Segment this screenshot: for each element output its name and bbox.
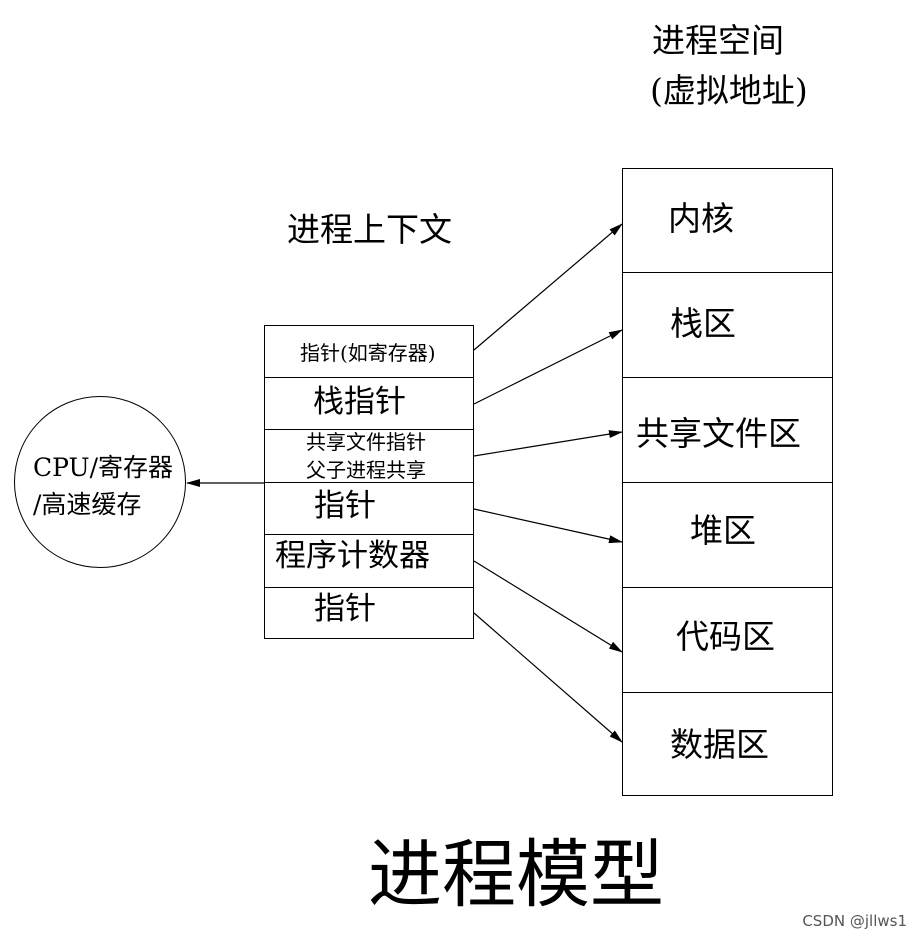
context-row-pointer-registers: 指针(如寄存器): [300, 341, 436, 365]
space-divider: [622, 692, 833, 693]
region-kernel: 内核: [668, 199, 734, 238]
context-row-parent-child-shared: 父子进程共享: [306, 458, 426, 482]
arrow-to-heap: [473, 508, 623, 544]
context-row-pointer: 指针: [314, 488, 376, 524]
region-heap: 堆区: [690, 511, 756, 550]
arrow-to-shared-file: [473, 430, 623, 457]
space-divider: [622, 272, 833, 273]
context-divider: [264, 482, 474, 483]
space-divider: [622, 482, 833, 483]
process-context-title: 进程上下文: [287, 210, 452, 249]
main-title: 进程模型: [368, 832, 664, 918]
context-divider: [264, 534, 474, 535]
context-row-shared-file-pointer: 共享文件指针: [306, 430, 426, 454]
context-divider: [264, 587, 474, 588]
space-divider: [622, 587, 833, 588]
arrow-to-code: [473, 560, 623, 653]
cpu-label-line1: CPU/寄存器: [33, 453, 174, 482]
arrow-to-stack: [473, 329, 623, 405]
cpu-circle: [14, 396, 186, 568]
arrow-to-kernel: [473, 223, 623, 351]
region-shared-file: 共享文件区: [636, 414, 801, 453]
region-data: 数据区: [670, 725, 769, 764]
process-space-title: 进程空间: [652, 21, 784, 60]
context-divider: [264, 377, 474, 378]
context-row-stack-pointer: 栈指针: [313, 384, 406, 420]
cpu-label-line2: /高速缓存: [33, 490, 142, 519]
context-divider: [264, 429, 474, 430]
space-divider: [622, 377, 833, 378]
region-code: 代码区: [676, 617, 775, 656]
context-row-pointer-2: 指针: [314, 591, 376, 627]
region-stack: 栈区: [670, 304, 736, 343]
context-row-program-counter: 程序计数器: [275, 538, 430, 574]
process-space-subtitle: (虚拟地址): [650, 71, 808, 110]
watermark: CSDN @jllws1: [802, 912, 907, 930]
arrow-to-data: [473, 612, 623, 743]
